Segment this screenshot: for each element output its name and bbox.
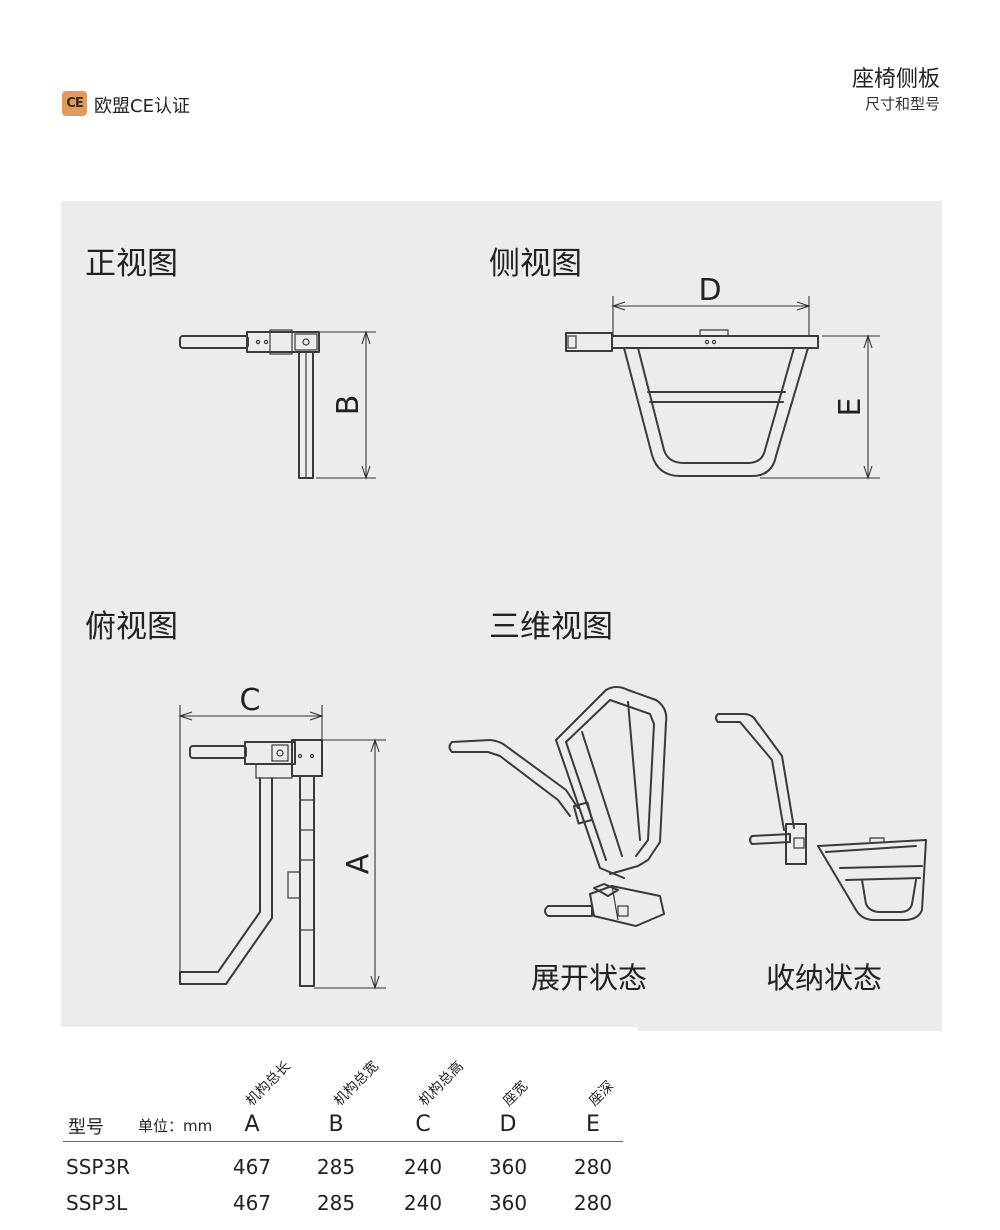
row-2-b: 285 bbox=[316, 1191, 356, 1215]
stowed-3d-drawing bbox=[715, 713, 927, 921]
table-header-divider bbox=[63, 1141, 623, 1142]
column-e-header: E bbox=[586, 1112, 600, 1137]
row-1-model: SSP3R bbox=[66, 1155, 131, 1179]
row-2-model: SSP3L bbox=[66, 1191, 128, 1215]
table-model-header: 型号 bbox=[68, 1117, 104, 1138]
dimension-b-label: B bbox=[331, 395, 366, 416]
row-2-c: 240 bbox=[403, 1191, 443, 1215]
dimension-e-label: E bbox=[833, 398, 868, 417]
stowed-state-label: 收纳状态 bbox=[766, 961, 883, 995]
column-a-header: A bbox=[244, 1112, 260, 1137]
side-view-title: 侧视图 bbox=[489, 246, 582, 282]
dimension-d-label: D bbox=[698, 273, 721, 308]
drawing-panel bbox=[61, 201, 942, 1027]
drawing-panel-extension bbox=[638, 1026, 942, 1031]
side-view-drawing bbox=[565, 296, 880, 480]
front-view-drawing bbox=[179, 329, 376, 480]
column-c-header: C bbox=[415, 1112, 431, 1137]
column-d-header: D bbox=[499, 1112, 517, 1137]
row-1-c: 240 bbox=[403, 1155, 443, 1179]
column-b-header: B bbox=[328, 1112, 344, 1137]
ce-certification-label: 欧盟CE认证 bbox=[94, 96, 190, 117]
row-1-d: 360 bbox=[488, 1155, 528, 1179]
row-2-a: 467 bbox=[232, 1191, 272, 1215]
deployed-state-label: 展开状态 bbox=[531, 961, 648, 995]
row-1-b: 285 bbox=[316, 1155, 356, 1179]
deployed-3d-drawing bbox=[448, 686, 668, 927]
row-1-e: 280 bbox=[573, 1155, 613, 1179]
row-2-d: 360 bbox=[488, 1191, 528, 1215]
dimension-a-label: A bbox=[341, 853, 376, 874]
page-subtitle: 尺寸和型号 bbox=[864, 95, 940, 113]
ce-mark-icon: CE bbox=[62, 91, 87, 116]
row-1-a: 467 bbox=[232, 1155, 272, 1179]
top-view-title: 俯视图 bbox=[85, 609, 178, 645]
front-view-title: 正视图 bbox=[85, 246, 178, 282]
table-unit-label: 单位：mm bbox=[138, 1117, 213, 1135]
page-title: 座椅侧板 bbox=[851, 67, 940, 92]
dimension-c-label: C bbox=[240, 683, 261, 718]
row-2-e: 280 bbox=[573, 1191, 613, 1215]
top-view-drawing bbox=[178, 705, 386, 990]
3d-view-title: 三维视图 bbox=[489, 609, 613, 645]
